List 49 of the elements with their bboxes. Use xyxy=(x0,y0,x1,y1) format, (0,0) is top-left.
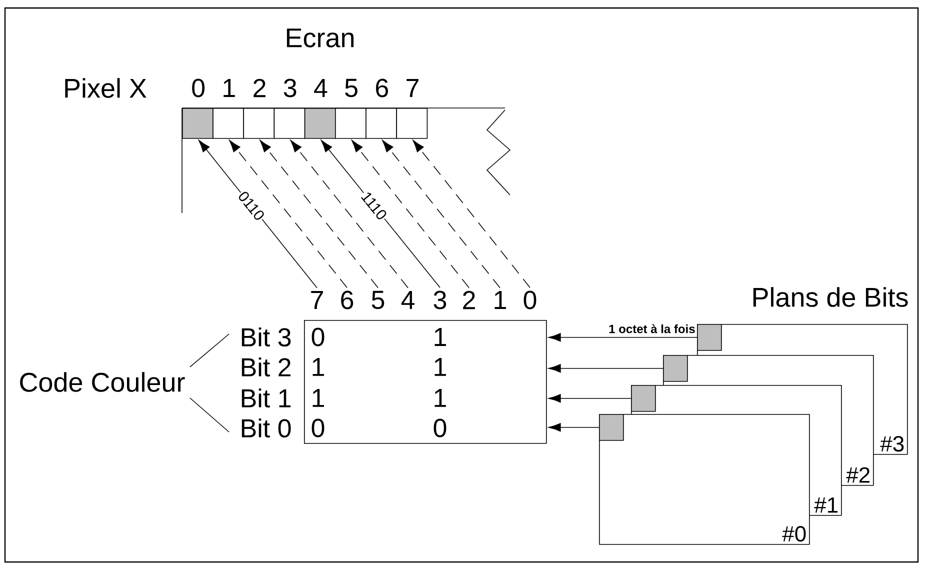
arrow xyxy=(352,140,470,288)
edge-label: 1 octet à la fois xyxy=(608,323,696,334)
pixel-square xyxy=(631,385,656,412)
pixel-square xyxy=(663,355,688,382)
bit-column-number: 1 xyxy=(494,291,506,309)
arrow xyxy=(548,423,600,432)
node-label: 0 xyxy=(312,418,324,438)
bit-label: Bit 2 xyxy=(242,357,290,377)
bit-column-number: 5 xyxy=(372,290,384,310)
pixel-number: 2 xyxy=(254,78,266,98)
arrow xyxy=(548,333,698,342)
arrow xyxy=(290,140,408,288)
node-label: 1 xyxy=(434,358,446,376)
arrow xyxy=(229,140,348,288)
pixel-number: 7 xyxy=(406,79,418,97)
arrow xyxy=(382,140,500,288)
node-label: 1 xyxy=(312,358,324,376)
pixel-number: 3 xyxy=(284,78,296,98)
bit-column-number: 2 xyxy=(463,290,475,310)
text-label: Code Couleur xyxy=(20,372,185,392)
pixel-number: 6 xyxy=(376,78,388,98)
arrow xyxy=(548,394,632,403)
arrow xyxy=(548,364,664,373)
pixel-square xyxy=(599,414,624,441)
bit-column-number: 6 xyxy=(341,290,354,310)
pixel-number: 4 xyxy=(314,79,328,97)
text-label: Pixel X xyxy=(65,78,146,98)
pixel-number: 5 xyxy=(345,78,358,98)
text-label: Ecran xyxy=(286,28,354,48)
node-label: 0 xyxy=(312,328,324,346)
bit-label: Bit 1 xyxy=(242,388,291,408)
pixel-number: 0 xyxy=(192,78,205,98)
arrow xyxy=(260,140,378,288)
node-label: 1 xyxy=(312,389,324,407)
bit-column-number: 0 xyxy=(524,290,536,310)
pixel-number: 1 xyxy=(224,79,235,97)
bit-label: Bit 3 xyxy=(242,327,291,347)
bit-column-number: 3 xyxy=(434,290,446,310)
text-label: Plans de Bits xyxy=(753,287,908,307)
bit-column-number: 4 xyxy=(401,291,414,309)
register-box: 0 1 1 1 1 1 0 0 xyxy=(304,320,547,444)
bit-plane: #0 xyxy=(599,414,810,545)
node-label: 0 xyxy=(434,418,446,438)
bit-label: Bit 0 xyxy=(242,418,291,438)
arrow xyxy=(412,140,530,288)
node-label: 1 xyxy=(434,389,446,407)
pixel-square xyxy=(697,324,722,351)
node-label: 1 xyxy=(434,328,446,346)
bit-column-number: 7 xyxy=(311,291,323,309)
